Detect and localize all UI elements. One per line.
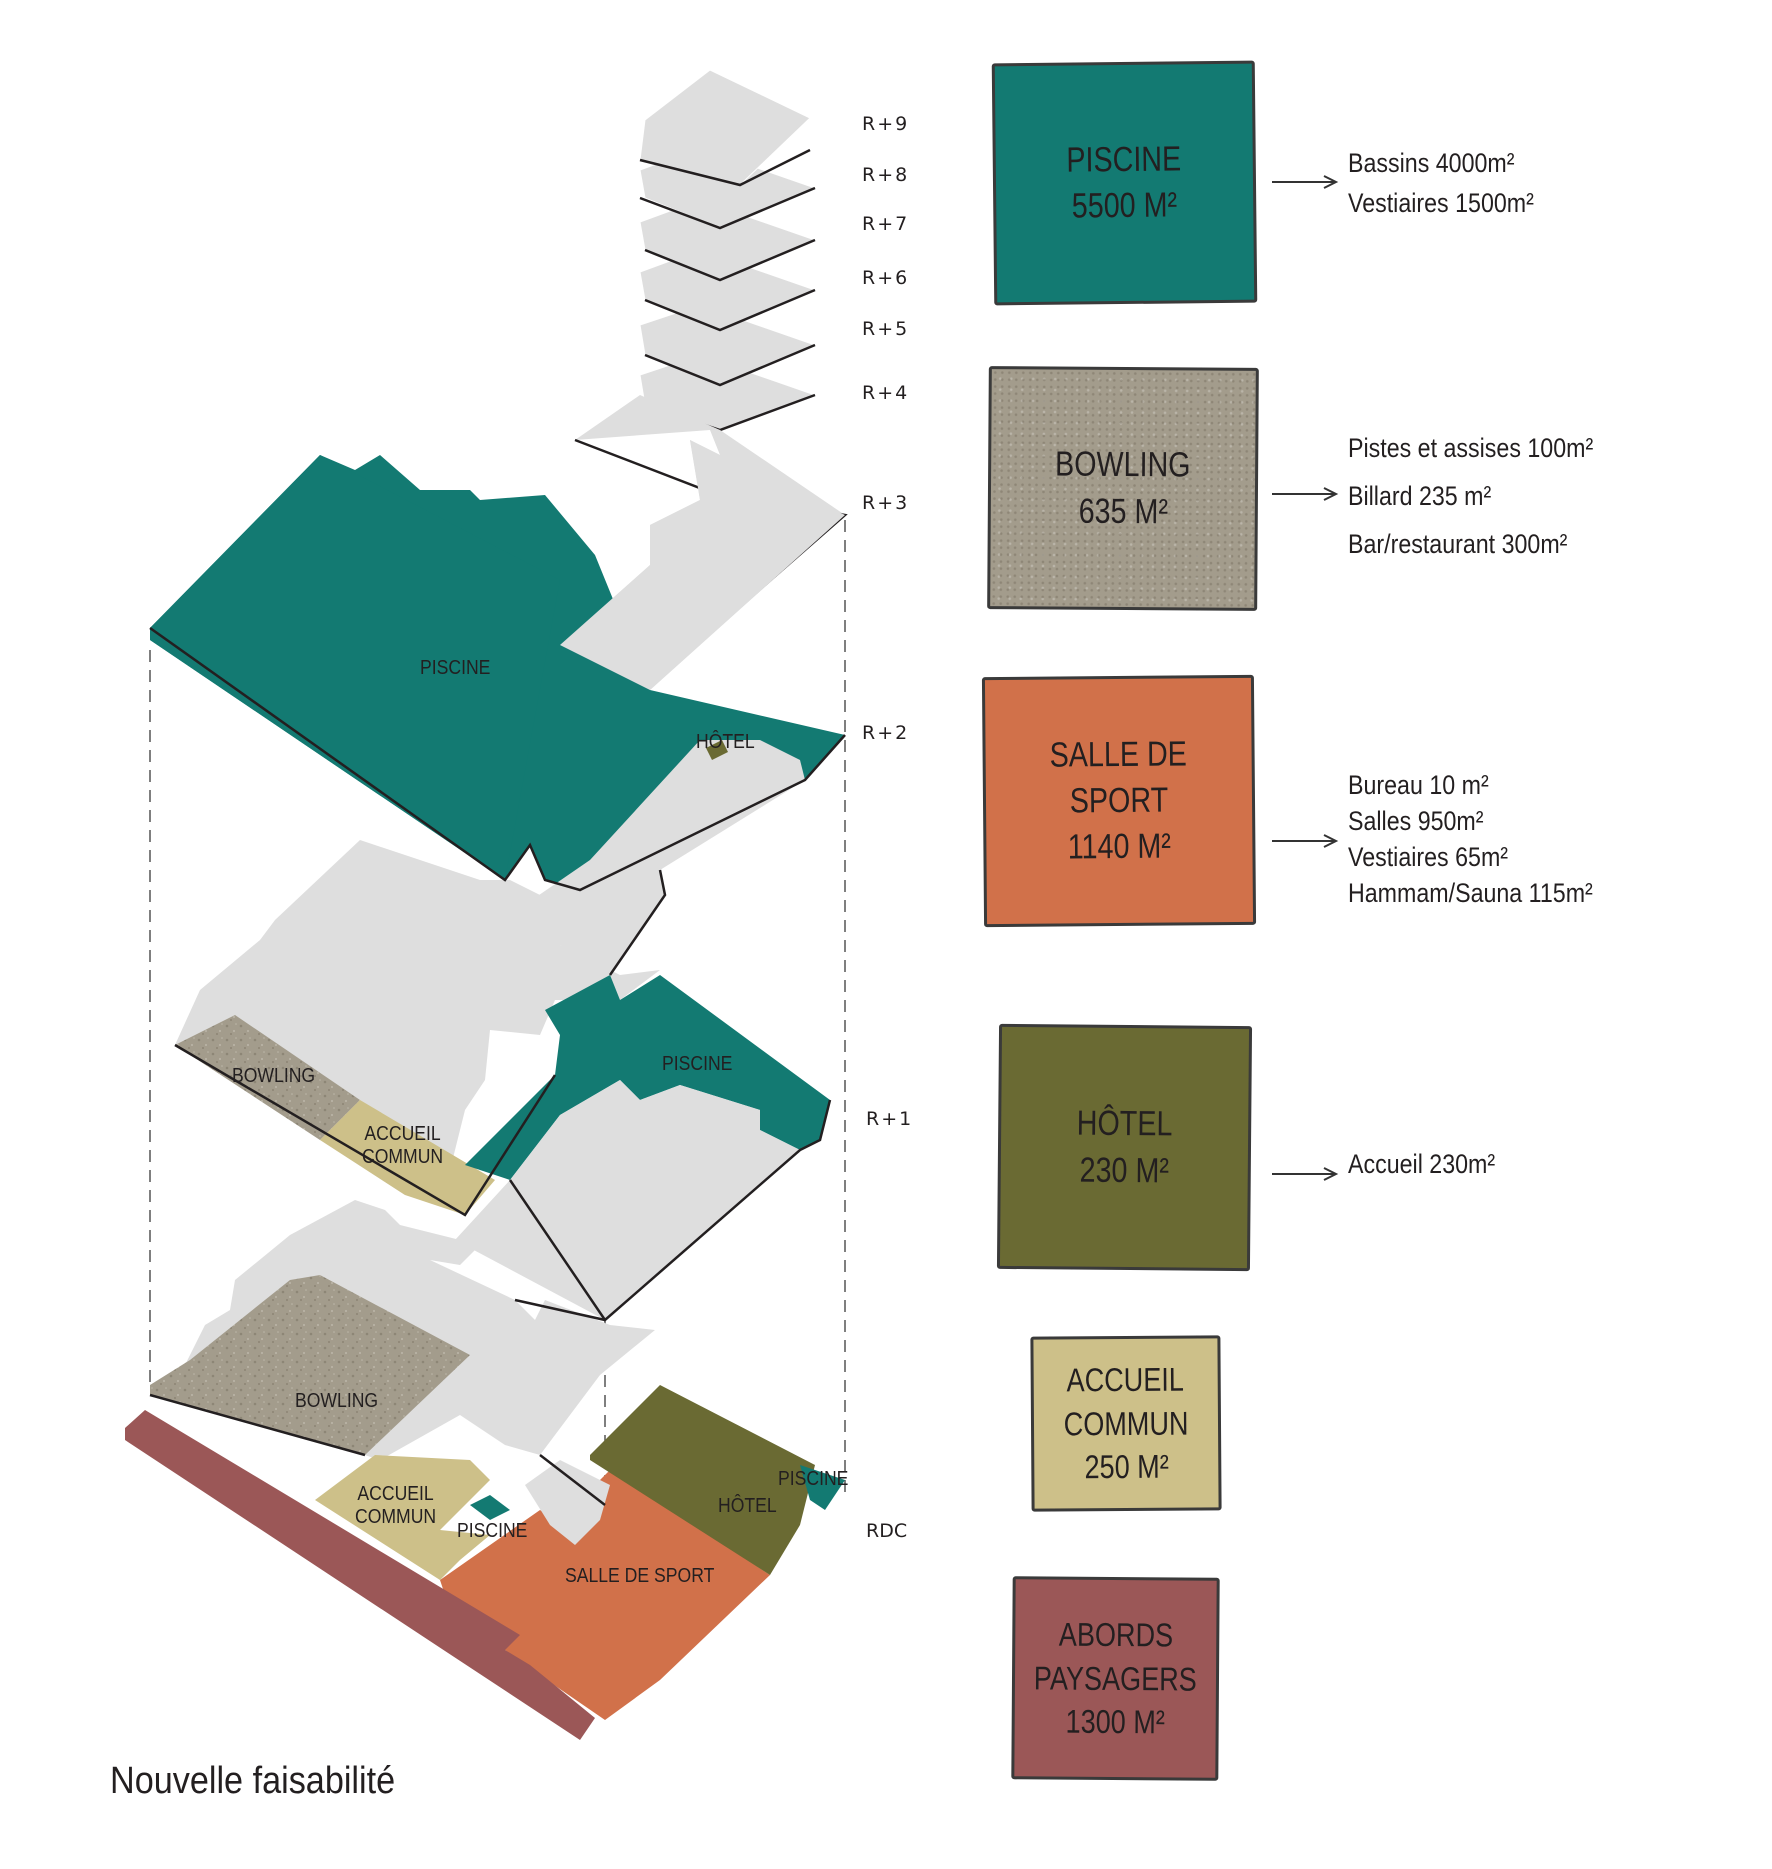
level-label-r1: R+1 [866, 1108, 914, 1130]
level-label-r9: R+9 [862, 113, 910, 135]
arrow-icon [1272, 1167, 1339, 1181]
zone-label-rdc-hotel: HÔTEL [718, 1495, 777, 1517]
legend-details-sport: Bureau 10 m² Salles 950m² Vestiaires 65m… [1348, 770, 1593, 908]
zone-label-r2-piscine: PISCINE [420, 657, 491, 679]
legend-details-bowling: Pistes et assises 100m² Billard 235 m² B… [1348, 433, 1594, 559]
legend-swatch-accueil: ACCUEIL COMMUN 250 M² [1030, 1335, 1222, 1512]
slab-rdc-void [525, 1460, 610, 1545]
slab-r2-hotel-mark [706, 740, 728, 760]
level-label-r7: R+7 [862, 213, 910, 235]
zone-label-r1-bowling: BOWLING [232, 1065, 316, 1087]
arrow-icon [1272, 175, 1339, 189]
legend-details-piscine: Bassins 4000m² Vestiaires 1500m² [1348, 148, 1534, 218]
arrow-icon [1272, 487, 1339, 501]
legend-swatch-abords: ABORDS PAYSAGERS 1300 M² [1011, 1576, 1220, 1781]
abords-band [125, 1410, 595, 1740]
slab-rdc-sport [440, 1470, 770, 1720]
zone-label-rdc-piscine-small: PISCINE [457, 1520, 528, 1542]
zone-label-rdc-piscine-corner: PISCINE [778, 1468, 849, 1490]
arrow-icon [1272, 834, 1339, 848]
slab-rdc-piscine-small [470, 1495, 510, 1520]
caption: Nouvelle faisabilité [110, 1760, 396, 1802]
slab-edges [149, 626, 846, 1506]
slab-rdc-piscine-corner [800, 1465, 845, 1510]
slab-r9 [639, 69, 811, 186]
level-label-rdc: RDC [866, 1520, 908, 1542]
zone-label-r1-piscine: PISCINE [662, 1053, 733, 1075]
slab-rdc-bowling [150, 1275, 470, 1455]
legend-swatch-piscine: PISCINE 5500 M² [991, 60, 1258, 306]
slab-rdc-accueil [315, 1455, 490, 1580]
level-label-r5: R+5 [862, 318, 910, 340]
upper-floor-slabs [639, 69, 817, 431]
legend-swatch-sport: SALLE DE SPORT 1140 M² [981, 674, 1257, 928]
legend-details-hotel: Accueil 230m² [1348, 1149, 1496, 1179]
slab-r1-right [455, 1080, 800, 1320]
legend-swatch-hotel: HÔTEL 230 M² [996, 1023, 1253, 1272]
zone-label-rdc-bowling: BOWLING [295, 1390, 379, 1412]
slab-r2-wing [510, 740, 805, 975]
legend-swatch-bowling: BOWLING 635 M² [987, 366, 1259, 611]
level-label-r2: R+2 [862, 722, 910, 744]
slab-r2-piscine-rear [150, 455, 560, 880]
slab-r1-piscine [465, 975, 830, 1180]
zone-label-rdc-sport: SALLE DE SPORT [565, 1565, 715, 1587]
slab-r1-accueil [320, 1100, 495, 1215]
level-label-r6: R+6 [862, 267, 910, 289]
level-label-r8: R+8 [862, 164, 910, 186]
slab-rdc-hotel [590, 1385, 815, 1575]
level-label-r3: R+3 [862, 492, 910, 514]
slab-r1-bowling [175, 1015, 360, 1140]
slab-r2-r3-overlap [560, 440, 845, 690]
zone-label-r2-hotel: HÔTEL [696, 731, 755, 753]
level-label-r4: R+4 [862, 382, 910, 404]
